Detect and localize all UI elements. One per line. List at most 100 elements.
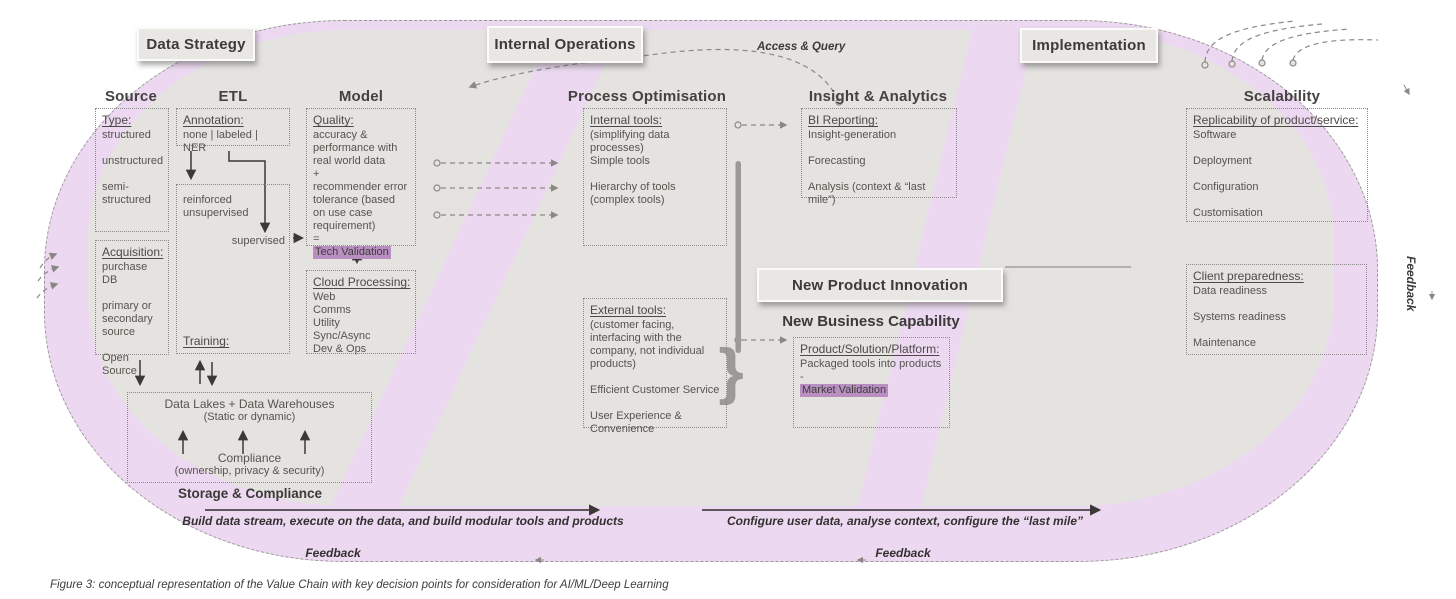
text-line <box>102 287 162 300</box>
text-line <box>102 339 162 352</box>
box-lines: accuracy & performance with real world d… <box>313 129 409 246</box>
text-line: Insight-generation <box>808 129 897 141</box>
text-line <box>1193 324 1360 337</box>
tile-implementation: Implementation <box>1020 28 1158 63</box>
box-title: Type: <box>102 113 132 127</box>
box-title: Training: <box>183 334 230 348</box>
arrow-gap <box>134 424 365 452</box>
text-line: secondary <box>102 313 153 325</box>
external-tools-box: External tools: (customer facing, interf… <box>583 298 727 435</box>
tile-label: Internal Operations <box>494 36 636 53</box>
text-line: Efficient Customer Service <box>590 384 720 396</box>
data-lakes-box: Data Lakes + Data Warehouses (Static or … <box>127 392 372 483</box>
compliance-label: Compliance <box>217 451 282 465</box>
box-lines: (customer facing, interfacing with the c… <box>590 319 720 436</box>
tile-new-product-innovation: New Product Innovation <box>757 268 1003 302</box>
text-line: reinforced <box>183 194 232 206</box>
text-line: Comms <box>313 304 351 316</box>
box-title: Acquisition: <box>102 245 164 259</box>
tile-label: Data Strategy <box>146 35 246 53</box>
text-line: Analysis (context & “last mile”) <box>808 181 926 206</box>
text-line: accuracy & performance with real world d… <box>313 129 398 167</box>
text-line <box>102 142 162 155</box>
text-line: (simplifying data processes) <box>590 129 670 154</box>
brace-icon: } <box>718 337 744 406</box>
box-title: BI Reporting: <box>808 113 879 127</box>
text-line <box>590 397 720 410</box>
text-line <box>1193 168 1361 181</box>
text-line: source <box>102 326 136 338</box>
box-lines: none | labeled | NER <box>183 129 283 155</box>
box-lines: structured unstructured semi-structured <box>102 129 164 207</box>
text-line <box>808 168 950 181</box>
annotation-box: Annotation: none | labeled | NER <box>176 108 290 154</box>
build-stream-label: Build data stream, execute on the data, … <box>182 514 624 528</box>
column-header-model: Model <box>338 88 384 105</box>
figure-caption: Figure 3: conceptual representation of t… <box>50 579 669 591</box>
text-line: (customer facing, interfacing with the c… <box>590 319 705 370</box>
column-header-process-optimisation: Process Optimisation <box>567 88 727 105</box>
tile-label: Implementation <box>1032 37 1146 54</box>
text-line: purchase DB <box>102 261 148 286</box>
box-title: Product/Solution/Platform: <box>800 342 940 356</box>
product-solution-platform-box: Product/Solution/Platform: Packaged tool… <box>793 337 950 428</box>
quality-box: Quality: accuracy & performance with rea… <box>306 108 416 259</box>
market-validation-highlight: Market Validation <box>800 384 889 397</box>
feedback-bottom-left-label: Feedback <box>305 546 361 560</box>
text-line: semi-structured <box>102 181 151 206</box>
box-title: Annotation: <box>183 113 244 127</box>
text-line: User Experience & Convenience <box>590 410 682 435</box>
data-lakes-title: Data Lakes + Data Warehouses <box>164 397 335 411</box>
text-line: Hierarchy of tools (complex tools) <box>590 181 676 206</box>
text-line: structured <box>102 129 151 141</box>
text-line: Simple tools <box>590 155 650 167</box>
new-business-capability-label: New Business Capability <box>782 313 960 330</box>
text-line: none | labeled | NER <box>183 129 258 154</box>
column-header-etl: ETL <box>218 88 248 105</box>
text-line: Deployment <box>1193 155 1252 167</box>
box-title: External tools: <box>590 303 667 317</box>
text-line: = <box>313 233 320 245</box>
column-header-scalability: Scalability <box>1243 88 1321 105</box>
text-line <box>1193 194 1361 207</box>
box-lines: Packaged tools into products - <box>800 358 943 384</box>
text-line <box>590 168 720 181</box>
text-line: unsupervised <box>183 207 249 219</box>
text-line: Software <box>1193 129 1237 141</box>
text-line: Packaged tools into products - <box>800 358 942 383</box>
access-query-label: Access & Query <box>757 41 846 53</box>
text-line: Systems readiness <box>1193 311 1286 323</box>
tile-data-strategy: Data Strategy <box>137 27 255 61</box>
text-line: Open Source <box>102 352 137 377</box>
type-box: Type: structured unstructured semi-structu… <box>95 108 169 232</box>
text-line <box>590 371 720 384</box>
storage-compliance-label: Storage & Compliance <box>177 486 323 501</box>
text-line: Dev & Ops <box>313 343 367 355</box>
text-line <box>808 142 950 155</box>
compliance-subtitle: (ownership, privacy & security) <box>174 465 325 477</box>
text-line: unstructured <box>102 155 164 167</box>
tech-validation-highlight: Tech Validation <box>313 246 391 259</box>
internal-tools-box: Internal tools: (simplifying data proces… <box>583 108 727 246</box>
box-title: Cloud Processing: <box>313 275 411 289</box>
text-line: Sync/Async <box>313 330 371 342</box>
text-line: Forecasting <box>808 155 866 167</box>
text-line: Web <box>313 291 336 303</box>
text-line: Configuration <box>1193 181 1259 193</box>
box-title: Quality: <box>313 113 354 127</box>
replicability-box: Replicability of product/service: Softwa… <box>1186 108 1368 222</box>
box-title: Internal tools: <box>590 113 663 127</box>
data-lakes-subtitle: (Static or dynamic) <box>203 411 296 423</box>
text-line <box>1193 142 1361 155</box>
box-lines: (simplifying data processes)Simple tools… <box>590 129 720 207</box>
